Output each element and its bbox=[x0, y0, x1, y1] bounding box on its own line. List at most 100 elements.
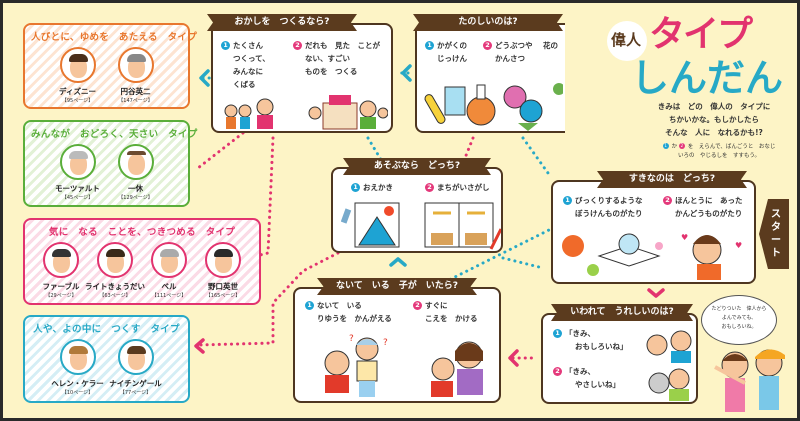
option-text: くばる bbox=[233, 80, 256, 89]
option-text: おもしろいね」 bbox=[575, 342, 628, 351]
person-name: 野口英世 bbox=[208, 282, 238, 291]
person-helen-keller[interactable]: ヘレン・ケラー【10ページ】 bbox=[51, 339, 104, 396]
person-nightingale[interactable]: ナイチンゲール【77ページ】 bbox=[109, 339, 162, 396]
option-text: まちがいさがし bbox=[437, 183, 490, 192]
number-1-icon: 1 bbox=[305, 301, 314, 310]
option-text: ぼうけんものがたり bbox=[575, 209, 643, 218]
chevron-down-icon bbox=[647, 288, 665, 298]
option-text: ない、すごい bbox=[305, 54, 350, 63]
person-bell[interactable]: ベル【111ページ】 bbox=[145, 242, 193, 299]
option-text: びっくりするような bbox=[575, 196, 643, 205]
svg-text:?: ? bbox=[349, 334, 354, 344]
question-title: おかしを つくるなら? bbox=[207, 14, 357, 31]
person-disney[interactable]: ディズニー【95ページ】 bbox=[54, 47, 102, 104]
number-1-icon: 1 bbox=[662, 143, 669, 149]
person-page: 【10ページ】 bbox=[61, 390, 94, 396]
chevron-up-icon bbox=[389, 257, 407, 267]
number-2-icon: 2 bbox=[483, 41, 492, 50]
option-text: つくって、 bbox=[233, 54, 270, 63]
arrow-path bbox=[521, 136, 550, 175]
person-mozart[interactable]: モーツァルト【45ページ】 bbox=[54, 144, 102, 201]
option-text: みんなに bbox=[233, 67, 263, 76]
option-text: だれも 見た ことが bbox=[305, 41, 380, 50]
option-text: たくさん bbox=[233, 41, 263, 50]
type-box-service: 人や、よの中に つくす タイプ ヘレン・ケラー【10ページ】 ナイチンゲール【7… bbox=[23, 315, 190, 403]
speech-bubble-text: たどりついた 偉人から よんでみても、 おもしろいね。 bbox=[703, 305, 775, 332]
svg-text:?: ? bbox=[383, 338, 388, 348]
person-name: 円谷英二 bbox=[120, 87, 151, 96]
option-text: ないて いる bbox=[317, 301, 362, 310]
title-kanji: 偉人 bbox=[611, 31, 642, 49]
question-title: すきなのは どっち? bbox=[597, 171, 747, 188]
science-illustration bbox=[424, 83, 563, 131]
chevron-left-icon bbox=[199, 69, 210, 87]
type-box-genius: みんなが おどろく、天さい タイプ モーツァルト【45ページ】 一休【129ペー… bbox=[23, 120, 197, 207]
number-1-icon: 1 bbox=[221, 41, 230, 50]
option-text: おえかき bbox=[363, 183, 393, 192]
person-page: 【95ページ】 bbox=[61, 98, 94, 104]
bubble-line: おもしろいね。 bbox=[721, 324, 757, 330]
adventure-illustration: ♥♥ bbox=[562, 233, 742, 280]
person-name: ライトきょうだい bbox=[85, 282, 145, 291]
arrow-path bbox=[501, 256, 545, 270]
option-text: 「きみ、 bbox=[565, 329, 595, 338]
option-1[interactable]: 1「きみ、おもしろいね」 bbox=[553, 327, 628, 353]
chevron-left-icon bbox=[508, 349, 519, 367]
number-2-icon: 2 bbox=[413, 301, 422, 310]
number-2-icon: 2 bbox=[663, 196, 672, 205]
person-wright-brothers[interactable]: ライトきょうだい【63ページ】 bbox=[85, 242, 145, 299]
person-tsuburaya[interactable]: 円谷英二【147ページ】 bbox=[112, 47, 160, 104]
start-label: スタート bbox=[771, 209, 781, 259]
option-text: すぐに bbox=[425, 301, 448, 310]
portrait-icon bbox=[151, 242, 187, 278]
option-text: じっけん bbox=[437, 54, 467, 63]
person-name: 一休 bbox=[128, 184, 143, 193]
portrait-icon bbox=[59, 47, 96, 83]
bubble-line: たどりついた 偉人から bbox=[711, 306, 767, 312]
option-3-partial[interactable]: 花の bbox=[543, 41, 558, 50]
portrait-icon bbox=[59, 144, 96, 180]
portrait-icon bbox=[117, 144, 154, 180]
option-text: 「きみ、 bbox=[565, 367, 595, 376]
number-1-icon: 1 bbox=[553, 329, 562, 338]
person-ikkyu[interactable]: 一休【129ページ】 bbox=[112, 144, 160, 201]
question-title: ないて いる 子が いたら? bbox=[317, 278, 477, 295]
person-fabre[interactable]: ファーブル【29ページ】 bbox=[37, 242, 85, 299]
title-type: タイプ bbox=[649, 14, 753, 55]
title-kanji-badge bbox=[607, 21, 647, 61]
person-name: ナイチンゲール bbox=[109, 379, 162, 388]
sweets-illustration bbox=[224, 95, 388, 130]
compliment-illustration bbox=[646, 330, 692, 401]
person-page: 【111ページ】 bbox=[151, 293, 187, 299]
person-name: ディズニー bbox=[59, 87, 96, 96]
option-text: どうぶつや bbox=[495, 41, 533, 50]
intro-line: きみは どの 偉人の タイプに bbox=[657, 102, 771, 111]
number-2-icon: 2 bbox=[678, 143, 685, 149]
portrait-icon bbox=[59, 339, 96, 375]
instruction-text: を えらんで、ばんごうと おなじ bbox=[687, 144, 776, 150]
number-2-icon: 2 bbox=[425, 183, 434, 192]
question-title: あそぶなら どっち? bbox=[343, 158, 491, 175]
person-page: 【165ページ】 bbox=[205, 293, 241, 299]
option-2[interactable]: 2「きみ、やさしいね」 bbox=[553, 365, 620, 391]
person-noguchi[interactable]: 野口英世【165ページ】 bbox=[199, 242, 247, 299]
title-shindan: しんだん bbox=[631, 56, 784, 100]
arrow-path bbox=[421, 221, 565, 295]
intro-text: きみは どの 偉人の タイプに ちかいかな。もしかしたら そんな 人に なれるか… bbox=[639, 100, 789, 139]
option-text: かんどうものがたり bbox=[675, 209, 743, 218]
option-text: こえを かける bbox=[425, 314, 478, 323]
